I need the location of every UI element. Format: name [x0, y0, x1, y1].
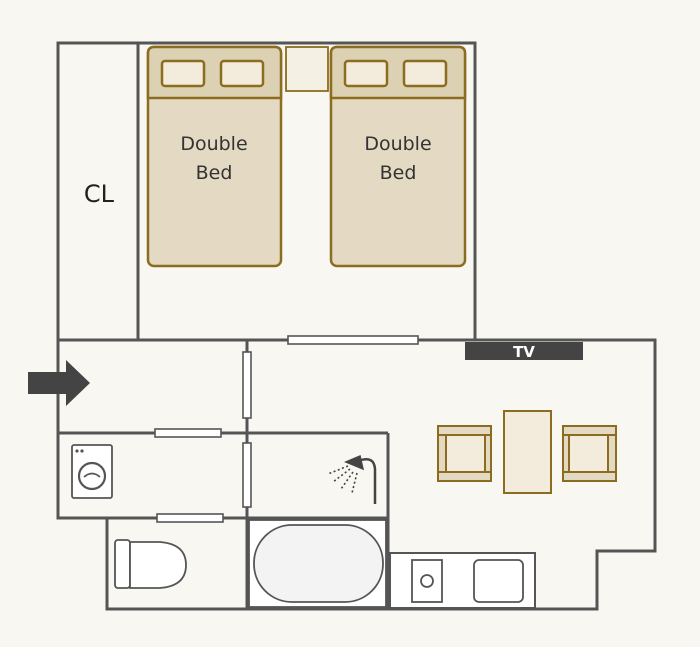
doors — [154, 335, 419, 523]
coffee-table — [503, 410, 552, 494]
arrow-right-icon — [28, 360, 90, 406]
bed-left-label-line1: Double — [180, 133, 247, 155]
bed-right-label-line1: Double — [364, 133, 431, 155]
bathtub — [248, 519, 387, 608]
kitchenette — [389, 552, 536, 609]
bath-door-upper — [242, 351, 252, 419]
toilet-door — [156, 513, 224, 523]
bed-right-label-line2: Bed — [380, 162, 417, 184]
pillow — [402, 59, 448, 88]
bed-left-label-line2: Bed — [196, 162, 233, 184]
burner — [420, 574, 434, 588]
bed-right: Double Bed — [329, 45, 467, 268]
washing-machine-icon — [71, 444, 113, 499]
wash-door — [154, 428, 222, 438]
armchair-right — [562, 425, 617, 482]
toilet — [114, 539, 187, 589]
walls — [56, 41, 657, 611]
armchair-left — [437, 425, 492, 482]
tv-label: TV — [513, 343, 535, 361]
pillow — [219, 59, 265, 88]
closet-label: CL — [84, 180, 115, 208]
stove — [411, 559, 443, 603]
bath-door-lower — [242, 442, 252, 508]
pillow — [160, 59, 206, 88]
nightstand — [285, 46, 329, 92]
tv-panel: TV — [465, 342, 583, 361]
bedroom-door — [287, 335, 419, 345]
bed-left: Double Bed — [146, 45, 283, 268]
shower-icon — [327, 454, 377, 504]
sink — [473, 559, 524, 603]
pillow — [343, 59, 389, 88]
